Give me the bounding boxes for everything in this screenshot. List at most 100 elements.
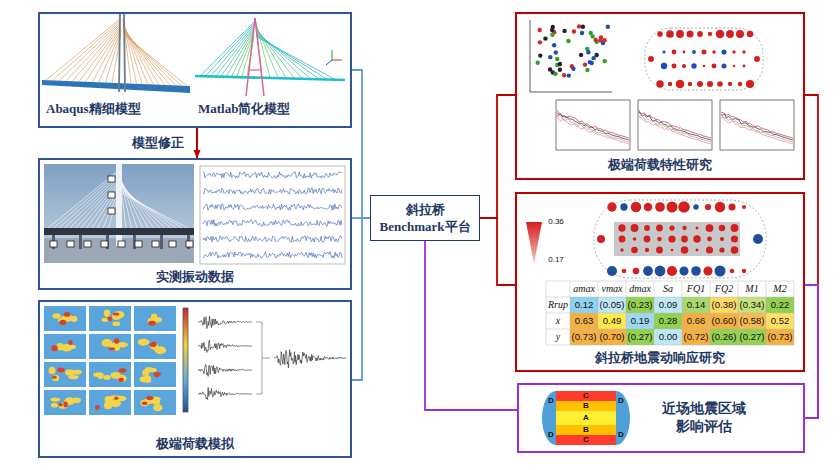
- drawn-blob: [101, 339, 112, 347]
- drawn-rect: [79, 235, 82, 249]
- table-cell: 0.00: [654, 329, 682, 345]
- drawn-line: [256, 32, 311, 80]
- drawn-dot: [581, 24, 585, 28]
- drawn-rect: [108, 176, 115, 182]
- drawn-rect: [710, 313, 738, 329]
- connector-line: [480, 218, 515, 285]
- drawn-rect: [44, 228, 194, 235]
- drawn-rect: [682, 313, 710, 329]
- drawn-line: [46, 18, 121, 80]
- panel-caption: 极端荷载特性研究: [517, 156, 803, 173]
- drawn-path: [42, 80, 190, 93]
- drawn-line: [48, 170, 119, 228]
- drawn-dot: [666, 30, 674, 38]
- drawn-rect: [598, 329, 626, 345]
- connector-line: [805, 95, 818, 418]
- drawn-path: [639, 117, 711, 144]
- drawn-rect: [89, 362, 131, 387]
- panel-caption: Abaqus精细模型: [46, 100, 166, 117]
- zone-letter: B: [576, 401, 596, 411]
- table-cell: 0.19: [626, 313, 654, 329]
- drawn-dot: [714, 265, 725, 276]
- table-cell: (0.73): [570, 329, 598, 345]
- drawn-line: [92, 186, 119, 228]
- drawn-line: [123, 29, 170, 85]
- drawn-dot: [577, 24, 581, 28]
- drawn-dot: [667, 266, 677, 276]
- drawn-dot: [619, 236, 626, 243]
- drawn-rect: [720, 100, 794, 150]
- drawn-dot: [645, 248, 649, 252]
- drawn-dot: [743, 65, 746, 68]
- table-header: y: [546, 329, 570, 345]
- drawn-path: [198, 340, 252, 352]
- drawn-dot: [707, 237, 712, 242]
- drawn-dot: [631, 202, 641, 212]
- drawn-dot: [706, 246, 713, 253]
- table-cell: (0.60): [710, 313, 738, 329]
- drawn-line: [256, 35, 328, 80]
- drawn-dot: [607, 266, 617, 276]
- drawn-rect: [44, 362, 86, 387]
- table-cell: (0.27): [626, 329, 654, 345]
- drawn-line: [546, 313, 794, 314]
- platform-box: 斜拉桥 Benchmark平台: [370, 195, 480, 241]
- drawn-path: [557, 115, 629, 142]
- table-header: Sa: [654, 281, 682, 297]
- drawn-dot: [719, 225, 725, 231]
- drawn-line: [210, 25, 254, 76]
- table-cell: (0.27): [738, 329, 766, 345]
- drawn-dot: [554, 50, 558, 54]
- drawn-dot: [721, 63, 726, 68]
- drawn-blob: [58, 403, 62, 406]
- drawn-rect: [89, 334, 131, 359]
- drawn-dot: [550, 33, 554, 37]
- drawn-dot: [662, 50, 665, 53]
- drawn-line: [205, 24, 254, 77]
- drawn-dot: [655, 202, 665, 212]
- drawn-rect: [570, 297, 598, 313]
- drawn-dot: [622, 269, 627, 274]
- table-header: M2: [766, 281, 794, 297]
- drawn-rect: [67, 241, 74, 247]
- drawn-rect: [738, 313, 766, 329]
- drawn-rect: [134, 306, 176, 331]
- drawn-dot: [572, 29, 576, 33]
- drawn-line: [332, 50, 333, 60]
- drawn-dot: [588, 60, 592, 64]
- drawn-rect: [556, 425, 616, 435]
- panel-caption: 斜拉桥地震动响应研究: [517, 349, 803, 366]
- table-cell: 0.14: [682, 297, 710, 313]
- drawn-line: [546, 329, 794, 330]
- drawn-blob: [118, 375, 127, 383]
- drawn-rect: [50, 241, 57, 247]
- drawn-blob: [103, 375, 110, 380]
- drawn-line: [546, 345, 794, 346]
- table-cell: (0.38): [710, 297, 738, 313]
- drawn-dot: [562, 29, 566, 33]
- scale-value: 0.36: [544, 217, 568, 227]
- drawn-line: [65, 176, 120, 228]
- drawn-dot: [731, 235, 738, 242]
- drawn-rect: [134, 362, 176, 387]
- drawn-dot: [553, 72, 557, 76]
- drawn-dot: [708, 32, 712, 36]
- drawn-line: [86, 28, 121, 82]
- table-cell: (0.34): [738, 297, 766, 313]
- drawn-blob: [104, 401, 113, 409]
- table-cell: 0.09: [654, 297, 682, 313]
- panel-box: 极端荷载模拟: [38, 300, 352, 458]
- drawn-rect: [135, 241, 142, 247]
- table-cell: (0.73): [766, 329, 794, 345]
- table-header: dmax: [626, 281, 654, 297]
- drawn-dot: [668, 235, 675, 242]
- drawn-dot: [742, 205, 746, 209]
- drawn-dot: [558, 68, 562, 72]
- drawn-blob: [148, 321, 155, 326]
- table-header: x: [546, 313, 570, 329]
- drawn-rect: [44, 306, 86, 331]
- drawn-rect: [101, 241, 108, 247]
- drawn-rect: [638, 100, 712, 150]
- drawn-dot: [583, 62, 587, 66]
- zone-letter: C: [576, 391, 596, 401]
